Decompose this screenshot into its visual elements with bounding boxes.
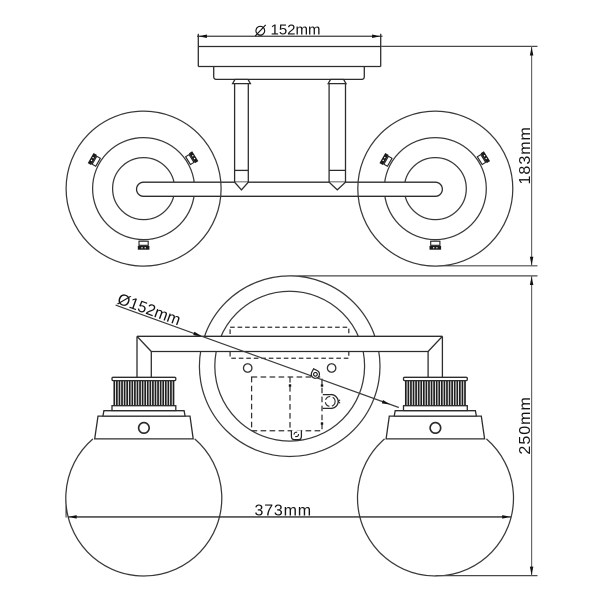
svg-text:373mm: 373mm — [255, 502, 312, 519]
svg-text:152mm: 152mm — [271, 22, 321, 39]
svg-text:183mm: 183mm — [517, 126, 534, 184]
svg-text:250mm: 250mm — [517, 396, 534, 454]
